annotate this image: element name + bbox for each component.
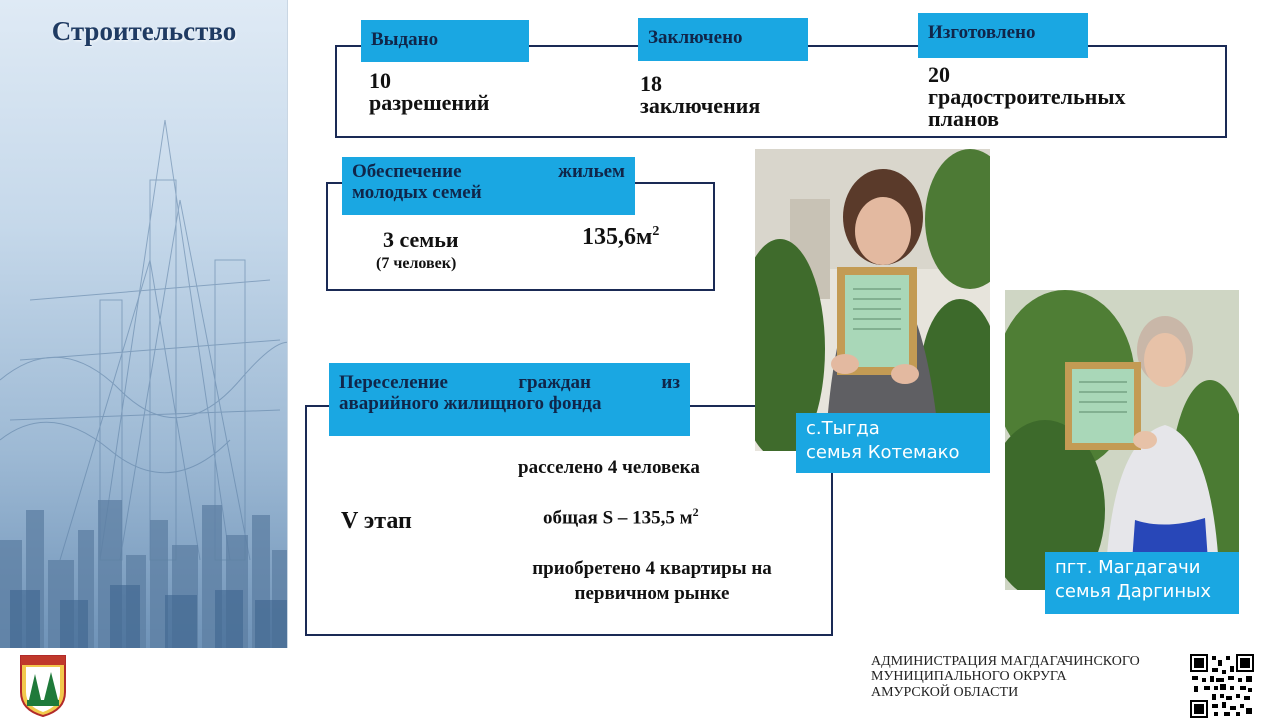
resettled-text: расселено 4 человека	[518, 457, 700, 478]
resettlement-label-2: аварийного жилищного фонда	[339, 392, 602, 414]
issued-tag: Выдано	[361, 20, 529, 62]
concluded-value: 18	[640, 71, 662, 96]
bought-line-1: приобретено 4 квартиры на	[532, 558, 772, 579]
qr-code-icon[interactable]	[1190, 654, 1254, 718]
concluded-tag: Заключено	[638, 18, 808, 61]
photo-darginy	[1005, 290, 1239, 590]
footer-organization: АДМИНИСТРАЦИЯ МАГДАГАЧИНСКОГО МУНИЦИПАЛЬ…	[871, 654, 1140, 700]
photo-kotemako-caption-2: семья Котемако	[806, 442, 960, 464]
persons-count: (7 человек)	[376, 255, 457, 272]
stage-label: V этап	[341, 508, 412, 534]
photo-darginy-caption: пгт. Магдагачи семья Даргиных	[1045, 552, 1239, 614]
resettlement-tag: Переселение граждан из аварийного жилищн…	[329, 363, 690, 436]
made-value: 20	[928, 62, 950, 87]
families-count: 3 семьи	[383, 227, 459, 252]
housing-area-sup: 2	[652, 224, 660, 239]
total-area-sup: 2	[692, 505, 699, 519]
resettlement-box	[305, 405, 833, 636]
made-unit-1: градостроительных	[928, 84, 1126, 109]
issued-value: 10	[369, 68, 391, 93]
total-area-text: общая S – 135,5 м2	[543, 505, 699, 529]
photo-kotemako-caption: с.Тыгда семья Котемако	[796, 413, 990, 473]
made-stat: 20 градостроительных планов	[928, 64, 1126, 130]
housing-label-1: Обеспечение жильем	[352, 161, 625, 182]
resettlement-label-1: Переселение граждан из	[339, 372, 680, 393]
photo-darginy-caption-2: семья Даргиных	[1055, 581, 1212, 603]
issued-stat: 10 разрешений	[369, 70, 489, 114]
photo-kotemako-caption-1: с.Тыгда	[806, 418, 880, 439]
made-unit-2: планов	[928, 106, 1000, 131]
footer-line-1: АДМИНИСТРАЦИЯ МАГДАГАЧИНСКОГО	[871, 654, 1140, 669]
bought-text: приобретено 4 квартиры на первичном рынк…	[480, 557, 824, 606]
housing-label-2: молодых семей	[352, 181, 482, 203]
footer-line-2: МУНИЦИПАЛЬНОГО ОКРУГА	[871, 669, 1067, 685]
made-tag: Изготовлено	[918, 13, 1088, 58]
coat-of-arms-icon	[20, 655, 66, 718]
housing-tag: Обеспечение жильем молодых семей	[342, 157, 635, 215]
total-area-value: общая S – 135,5 м	[543, 507, 693, 529]
photo-kotemako	[755, 149, 990, 451]
concluded-stat: 18 заключения	[640, 73, 760, 117]
photo-darginy-caption-1: пгт. Магдагачи	[1055, 557, 1201, 578]
concluded-unit: заключения	[640, 93, 761, 118]
section-title: Строительство	[51, 16, 237, 46]
housing-area-value: 135,6м	[582, 224, 653, 250]
housing-area: 135,6м2	[582, 224, 659, 251]
footer-line-3: АМУРСКОЙ ОБЛАСТИ	[871, 684, 1019, 700]
sidebar-banner: Строительство	[0, 0, 288, 648]
city-sketch-illustration	[0, 119, 287, 648]
bought-line-2: первичном рынке	[574, 582, 730, 604]
issued-unit: разрешений	[369, 90, 490, 115]
